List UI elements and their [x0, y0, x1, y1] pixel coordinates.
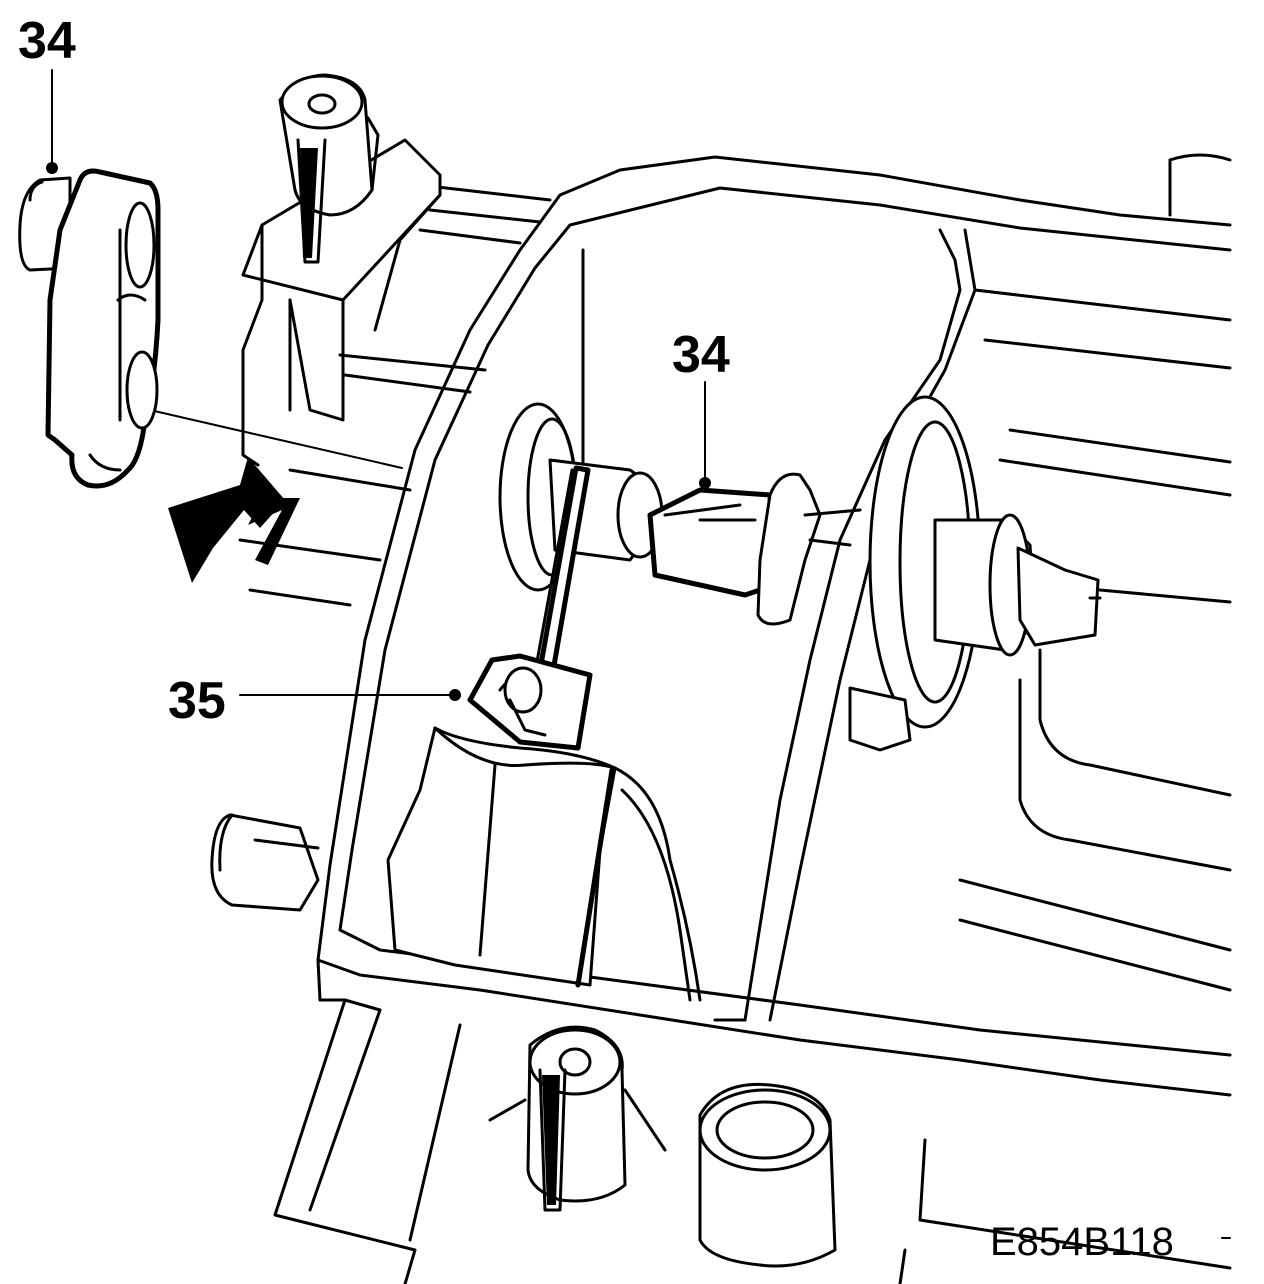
drawing-code: E854B118	[990, 1220, 1174, 1264]
callout-34-left: 34	[18, 12, 76, 70]
leader-dot	[449, 689, 461, 701]
right-wheel	[848, 395, 1102, 752]
direction-arrow	[168, 457, 300, 583]
part-34-loose	[18, 168, 161, 489]
cylinder-body	[386, 726, 702, 1002]
housing-frame	[316, 155, 1232, 1097]
callout-34-center: 34	[672, 326, 730, 384]
bottom-frame	[273, 998, 1232, 1284]
callout-35: 35	[168, 672, 226, 730]
part-35-lever	[467, 653, 593, 751]
left-rails	[149, 183, 552, 607]
left-side-pin	[210, 813, 320, 912]
leader-dot	[46, 162, 58, 174]
leader-dot	[699, 477, 711, 489]
right-rails	[958, 153, 1232, 992]
callout-leaders	[46, 69, 711, 701]
rear-post-bracket	[241, 73, 442, 467]
bottom-posts	[488, 1025, 837, 1268]
